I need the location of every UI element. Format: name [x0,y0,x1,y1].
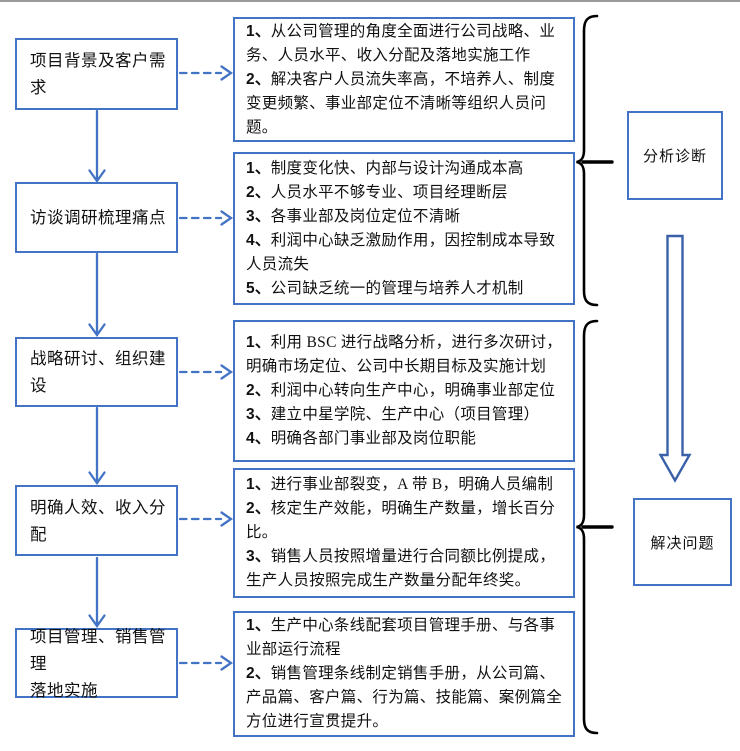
detail-item: 2、人员水平不够专业、项目经理断层 [246,183,508,201]
detail-box-2: 1、制度变化快、内部与设计沟通成本高 2、人员水平不够专业、项目经理断层 3、各… [233,152,575,305]
group-label-analysis: 分析诊断 [627,111,723,200]
step-box-strategy: 战略研讨、组织建设 [15,337,178,407]
step-label: 战略研讨、组织建设 [30,349,166,395]
dashed-arrow [178,65,234,671]
detail-item: 1、生产中心条线配套项目管理手册、与各事业部运行流程 [246,617,556,658]
group-label-text: 解决问题 [650,535,715,552]
detail-item: 2、核定生产效能，明确生产数量，增长百分比。 [246,500,556,541]
detail-box-5: 1、生产中心条线配套项目管理手册、与各事业部运行流程 2、销售管理条线制定销售手… [233,611,575,737]
detail-item: 4、明确各部门事业部及岗位职能 [246,430,477,447]
detail-box-4: 1、进行事业部裂变，A 带 B，明确人员编制 2、核定生产效能，明确生产数量，增… [233,468,575,598]
detail-item: 3、建立中星学院、生产中心（项目管理） [246,406,540,423]
step-box-interview: 访谈调研梳理痛点 [15,182,178,253]
detail-item: 2、销售管理条线制定销售手册，从公司篇、产品篇、客户篇、行为篇、技能篇、案例篇全… [246,665,563,730]
detail-item: 1、从公司管理的角度全面进行公司战略、业务、人员水平、收入分配及落地实施工作 [246,22,556,64]
step-box-implementation: 项目管理、销售管理 落地实施 [15,627,178,700]
group-label-text: 分析诊断 [642,149,707,165]
group-label-solution: 解决问题 [633,498,732,586]
curly-brace-bottom [576,319,614,735]
step-box-background: 项目背景及客户需 求 [15,38,178,110]
detail-item: 1、进行事业部裂变，A 带 B，明确人员编制 [246,476,554,493]
detail-item: 1、制度变化快、内部与设计沟通成本高 [246,159,524,177]
down-arrow [88,109,106,628]
detail-item: 2、利润中心转向生产中心，明确事业部定位 [246,382,556,399]
detail-item: 4、利润中心缺乏激励作用，因控制成本导致人员流失 [246,231,556,273]
detail-item: 3、各事业部及岗位定位不清晰 [246,207,461,225]
step-box-efficiency: 明确人效、收入分配 [15,485,178,556]
step-label: 项目管理、销售管理 落地实施 [30,626,166,700]
top-border-line [0,0,740,2]
step-label: 访谈调研梳理痛点 [30,208,166,227]
detail-box-3: 1、利用 BSC 进行战略分析，进行多次研讨，明确市场定位、公司中长期目标及实施… [233,320,575,462]
double-down-arrow [658,234,692,483]
detail-item: 2、解决客户人员流失率高，不培养人、制度变更频繁、事业部定位不清晰等组织人员问题… [246,70,556,136]
step-label: 明确人效、收入分配 [30,497,166,544]
detail-box-1: 1、从公司管理的角度全面进行公司战略、业务、人员水平、收入分配及落地实施工作 2… [233,17,575,142]
detail-item: 3、销售人员按照增量进行合同额比例提成，生产人员按照完成生产数量分配年终奖。 [246,548,556,589]
detail-item: 5、公司缺乏统一的管理与培养人才机制 [246,279,524,297]
detail-item: 1、利用 BSC 进行战略分析，进行多次研讨，明确市场定位、公司中长期目标及实施… [246,334,563,375]
curly-brace-top [576,14,614,307]
step-label: 项目背景及客户需 求 [30,51,166,97]
